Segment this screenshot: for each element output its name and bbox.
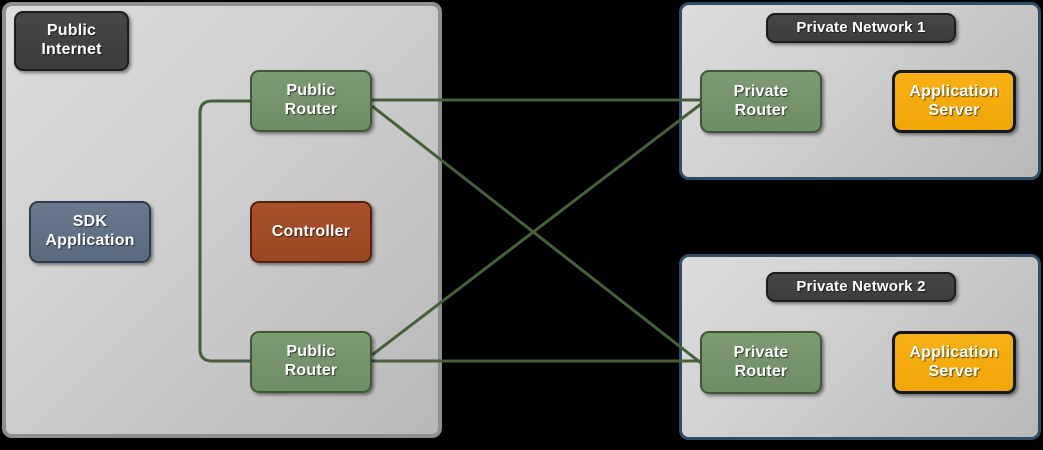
sdk-application-node[interactable]: SDK Application bbox=[29, 201, 151, 263]
private-network-1-label: Private Network 1 bbox=[766, 13, 956, 43]
public-router-bottom-node[interactable]: Public Router bbox=[250, 331, 372, 393]
public-internet-label: Public Internet bbox=[14, 11, 129, 71]
private-network-2-application-server-node[interactable]: Application Server bbox=[892, 331, 1016, 394]
private-network-2-label: Private Network 2 bbox=[766, 272, 956, 302]
controller-node[interactable]: Controller bbox=[250, 201, 372, 263]
private-network-2-private-router-node[interactable]: Private Router bbox=[700, 331, 822, 394]
private-network-1-private-router-node[interactable]: Private Router bbox=[700, 70, 822, 133]
public-router-top-node[interactable]: Public Router bbox=[250, 70, 372, 132]
private-network-1-application-server-node[interactable]: Application Server bbox=[892, 70, 1016, 133]
